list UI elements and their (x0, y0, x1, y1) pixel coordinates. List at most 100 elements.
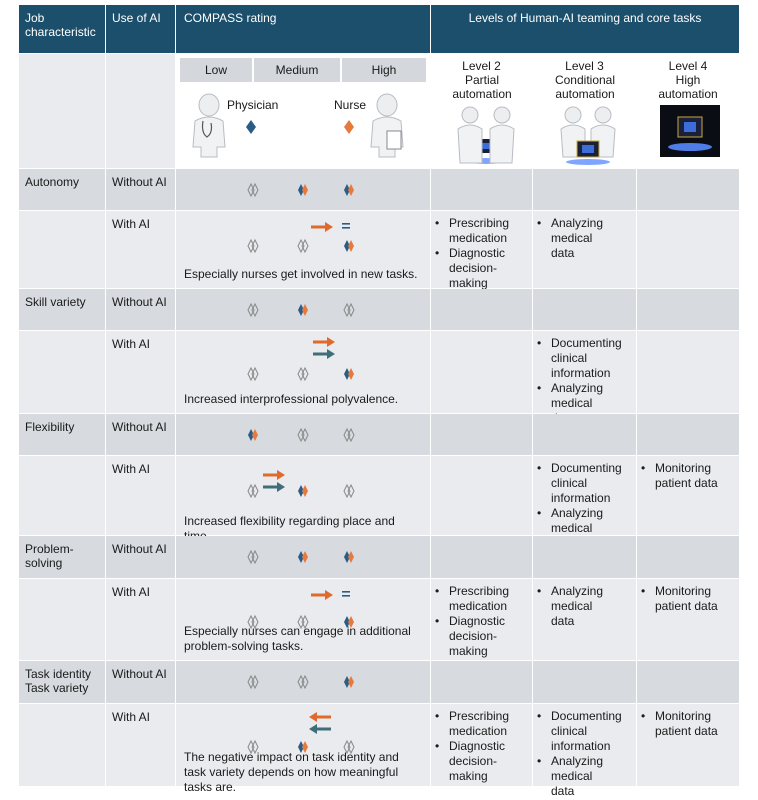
empty-rating-diamond-icon (247, 302, 259, 318)
row-level2-cell (431, 331, 532, 413)
empty-rating-diamond-icon (247, 238, 259, 254)
header-compass-rating-text: COMPASS rating (184, 11, 277, 25)
row-use-of-ai: With AI (112, 585, 151, 599)
row-characteristic-cell (19, 289, 105, 330)
row-characteristic-cell (19, 414, 105, 455)
row-compass-cell (176, 661, 430, 703)
task-item: Analyzing medical data (533, 584, 618, 629)
combined-rating-diamond-icon (297, 303, 309, 317)
scale-medium: Medium (254, 58, 340, 82)
empty-rating-diamond-icon (297, 366, 309, 382)
empty-rating-diamond-icon (247, 366, 259, 382)
row-level2-cell (431, 289, 532, 330)
physician-figure-icon (189, 93, 229, 159)
row-level4-cell (637, 536, 739, 578)
combined-rating-diamond-icon (343, 550, 355, 564)
row-use-cell (106, 414, 175, 455)
empty-rating-diamond-icon (247, 674, 259, 690)
row-characteristic: Autonomy (25, 175, 80, 189)
task-list-l4: Monitoring patient data (637, 584, 721, 614)
scale-low: Low (180, 58, 252, 82)
task-item: Diagnostic decision-making (431, 614, 514, 659)
row-use-of-ai: Without AI (112, 667, 167, 681)
empty-rating-diamond-icon (247, 483, 259, 499)
empty-rating-diamond-icon (297, 674, 309, 690)
row-use-cell (106, 289, 175, 330)
legend-physician-label: Physician (227, 98, 279, 112)
row-level4-cell (637, 169, 739, 210)
task-list-l4: Monitoring patient data (637, 709, 721, 739)
level3-image (557, 105, 619, 165)
combined-rating-diamond-icon (343, 239, 355, 253)
empty-rating-diamond-icon (247, 549, 259, 565)
row-level2-cell (431, 414, 532, 455)
combined-rating-diamond-icon (297, 484, 309, 498)
legend-nurse-label: Nurse (334, 98, 367, 112)
task-item: Diagnostic decision-making (431, 739, 514, 784)
row-characteristic-cell (19, 331, 105, 413)
physician-diamond-icon (246, 120, 256, 134)
row-use-of-ai: Without AI (112, 175, 167, 189)
row-level4-cell (637, 289, 739, 330)
row-use-of-ai: Without AI (112, 420, 167, 434)
task-item: Prescribing medication (431, 584, 514, 614)
task-list-l3: Analyzing medical data (533, 216, 618, 261)
equal-sign-icon (342, 591, 350, 597)
row-characteristic-cell (19, 579, 105, 660)
task-item: Monitoring patient data (637, 584, 721, 614)
equal-sign-icon (342, 223, 350, 229)
task-item: Monitoring patient data (637, 709, 721, 739)
row-level4-cell (637, 211, 739, 288)
row-level3-cell (533, 414, 636, 455)
task-item: Prescribing medication (431, 709, 514, 739)
level2-image (456, 105, 516, 165)
both-right-arrow-icon (313, 337, 335, 359)
row-level4-cell (637, 331, 739, 413)
level2-name: Partial automation (452, 73, 512, 101)
task-item: Prescribing medication (431, 216, 514, 246)
row-level2-cell (431, 536, 532, 578)
level4-name: High automation (658, 73, 718, 101)
task-item: Documenting clinical information (533, 709, 622, 754)
row-characteristic-cell (19, 704, 105, 786)
task-list-l2: Prescribing medicationDiagnostic decisio… (431, 709, 514, 784)
row-characteristic-cell (19, 211, 105, 288)
task-list-l3: Analyzing medical data (533, 584, 618, 629)
row-level3-cell (533, 289, 636, 330)
row-note: The negative impact on task identity and… (184, 750, 399, 794)
row-level4-cell (637, 414, 739, 455)
empty-rating-diamond-icon (247, 182, 259, 198)
row-use-cell (106, 211, 175, 288)
orange-right-arrow-icon (311, 222, 333, 232)
row-characteristic: Problem-solving (25, 542, 74, 570)
level4-image (660, 105, 720, 157)
nurse-diamond-icon (344, 120, 354, 134)
row-use-cell (106, 456, 175, 535)
task-list-l3: Documenting clinical informationAnalyzin… (533, 709, 622, 799)
empty-rating-diamond-icon (297, 238, 309, 254)
empty-rating-diamond-icon (247, 614, 259, 630)
empty-rating-diamond-icon (343, 302, 355, 318)
row-use-of-ai: Without AI (112, 542, 167, 556)
scale-high: High (342, 58, 426, 82)
both-left-arrow-icon (309, 712, 331, 734)
row-characteristic-cell (19, 456, 105, 535)
row-characteristic: Skill variety (25, 295, 86, 309)
row-note: Especially nurses can engage in addition… (184, 624, 411, 653)
row-characteristic: Flexibility (25, 420, 75, 434)
nurse-figure-icon (367, 93, 407, 159)
row-level3-cell (533, 536, 636, 578)
empty-rating-diamond-icon (343, 427, 355, 443)
both-right-arrow-icon (263, 470, 285, 492)
combined-rating-diamond-icon (343, 183, 355, 197)
level3-name: Conditional automation (554, 73, 616, 101)
combined-rating-diamond-icon (297, 183, 309, 197)
row-characteristic-cell (19, 169, 105, 210)
task-item: Diagnostic decision-making (431, 246, 514, 291)
row-use-cell (106, 704, 175, 786)
task-list-l2: Prescribing medicationDiagnostic decisio… (431, 216, 514, 291)
row-note: Increased interprofessional polyvalence. (184, 392, 399, 406)
combined-rating-diamond-icon (343, 615, 355, 629)
empty-rating-diamond-icon (297, 427, 309, 443)
empty-rating-diamond-icon (343, 483, 355, 499)
